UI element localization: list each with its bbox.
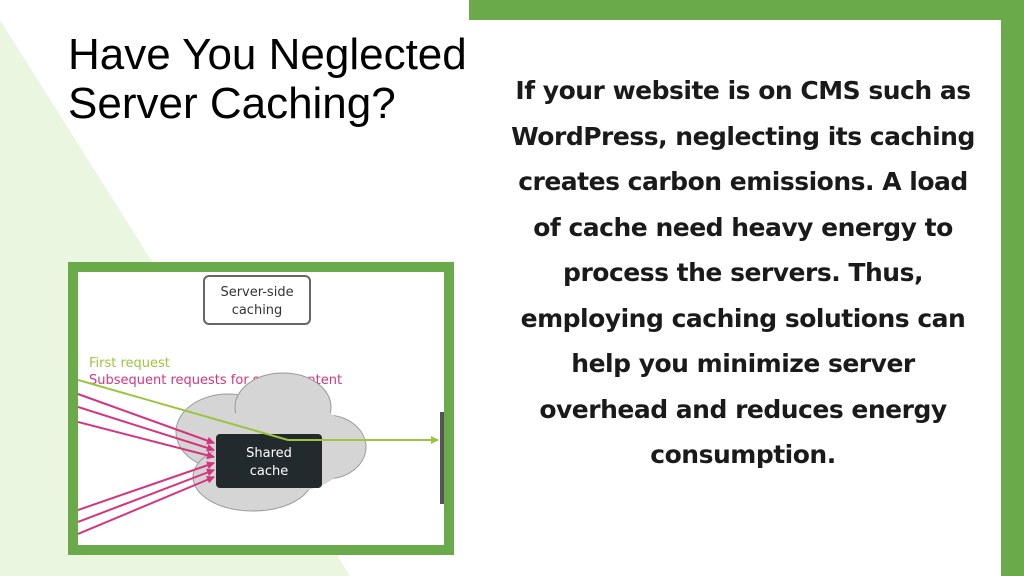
server-side-caching-box: Server-side caching: [203, 275, 311, 325]
server-edge: [440, 412, 444, 504]
cache-label-line1: Shared: [246, 446, 292, 461]
legend-first-request: First request: [89, 356, 170, 371]
cache-label-line2: cache: [250, 464, 289, 479]
right-panel: [469, 20, 1001, 576]
slide-title: Have You Neglected Server Caching?: [68, 30, 467, 128]
box-label-line2: caching: [232, 303, 283, 318]
subsequent-request-arrows: [78, 393, 215, 535]
server-caching-diagram: Server-side caching First request Subseq…: [78, 272, 444, 545]
diagram-frame: Server-side caching First request Subseq…: [68, 262, 454, 555]
first-request-arrow: [78, 379, 439, 444]
box-label-line1: Server-side: [220, 285, 293, 300]
shared-cache-box: Shared cache: [216, 434, 322, 488]
slide-body-text: If your website is on CMS such as WordPr…: [511, 76, 975, 469]
